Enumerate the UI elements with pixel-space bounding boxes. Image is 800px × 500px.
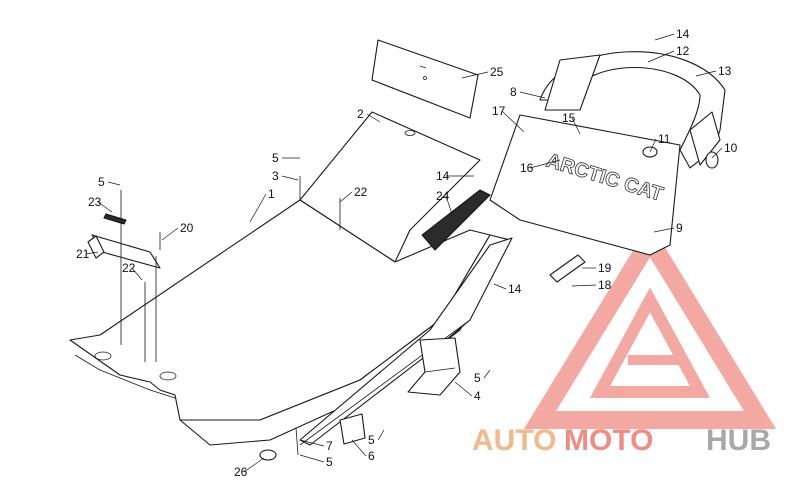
callout-c17: 17 — [492, 104, 506, 118]
part-12-grip — [544, 54, 601, 111]
leader-line — [85, 251, 99, 255]
part-24-decal — [421, 189, 491, 251]
callout-c14c: 14 — [508, 282, 522, 296]
callout-c5a: 5 — [98, 175, 105, 189]
leader-line — [299, 439, 325, 447]
part-13-bumper — [539, 51, 726, 169]
callout-c21: 21 — [76, 247, 90, 261]
callout-c5b: 5 — [272, 151, 279, 165]
callout-c25: 25 — [490, 65, 504, 79]
leader-line — [445, 195, 453, 215]
callout-c10: 10 — [724, 141, 738, 155]
leader-line — [711, 147, 723, 159]
leader-line — [529, 159, 561, 169]
callout-c24: 24 — [436, 189, 450, 203]
part-25-gasket — [371, 39, 479, 119]
callout-c14a: 14 — [676, 27, 690, 41]
leader-line — [366, 113, 381, 123]
leader-line — [243, 457, 265, 473]
leader-line — [653, 227, 675, 233]
callout-c4: 4 — [474, 389, 481, 403]
watermark-auto: AUTO — [472, 424, 556, 457]
leader-line — [649, 138, 657, 153]
part-10-light — [705, 151, 719, 169]
part-26-plug — [259, 449, 277, 461]
callout-c26: 26 — [234, 465, 248, 479]
leader-line — [654, 33, 675, 41]
callout-c12: 12 — [676, 44, 690, 58]
leader-line — [131, 267, 143, 281]
leader-line — [281, 175, 299, 181]
callout-c7: 7 — [326, 439, 333, 453]
part-9-snowflap — [489, 114, 681, 256]
callout-c2: 2 — [357, 107, 364, 121]
leader-line — [351, 439, 367, 457]
part-6-plate — [339, 413, 366, 445]
callout-c20: 20 — [180, 221, 194, 235]
leader-line — [501, 110, 525, 133]
leader-line — [571, 117, 581, 135]
leader-line — [339, 191, 353, 203]
part-23-pad — [103, 213, 127, 225]
callout-c1: 1 — [268, 187, 275, 201]
watermark-logo — [523, 222, 777, 429]
leader-line — [571, 284, 597, 287]
leader-line — [161, 227, 179, 241]
callout-c18: 18 — [598, 278, 612, 292]
callout-c16: 16 — [520, 161, 534, 175]
callout-c15: 15 — [562, 111, 576, 125]
leader-line — [97, 201, 113, 213]
leader-line — [107, 181, 121, 186]
leader-line — [647, 50, 675, 63]
callout-c22a: 22 — [354, 185, 368, 199]
leader-line — [493, 283, 507, 290]
leader-line — [695, 70, 717, 77]
callout-c23: 23 — [88, 195, 102, 209]
watermark-hub: HUB — [706, 424, 771, 457]
part-19-mount — [549, 254, 586, 283]
callout-c5d: 5 — [368, 433, 375, 447]
callout-c14b: 14 — [436, 169, 450, 183]
watermark-moto: MOTO — [564, 424, 653, 457]
watermark-text: AUTO MOTO HUB — [472, 424, 771, 457]
callout-c19: 19 — [598, 261, 612, 275]
leader-line — [519, 91, 546, 99]
leader-line — [454, 381, 473, 397]
leader-line — [377, 429, 385, 441]
leader-line — [483, 369, 491, 379]
leader-line — [299, 454, 325, 463]
callout-c11: 11 — [658, 132, 671, 146]
callout-c6: 6 — [368, 449, 375, 463]
callout-c9: 9 — [676, 221, 683, 235]
callout-c22b: 22 — [122, 261, 136, 275]
callout-c8: 8 — [510, 85, 517, 99]
leader-line — [461, 71, 489, 79]
callout-c13: 13 — [718, 64, 732, 78]
callout-c5e: 5 — [326, 455, 333, 469]
callout-c3: 3 — [272, 169, 279, 183]
leader-line — [249, 193, 267, 223]
callout-c5c: 5 — [474, 371, 481, 385]
